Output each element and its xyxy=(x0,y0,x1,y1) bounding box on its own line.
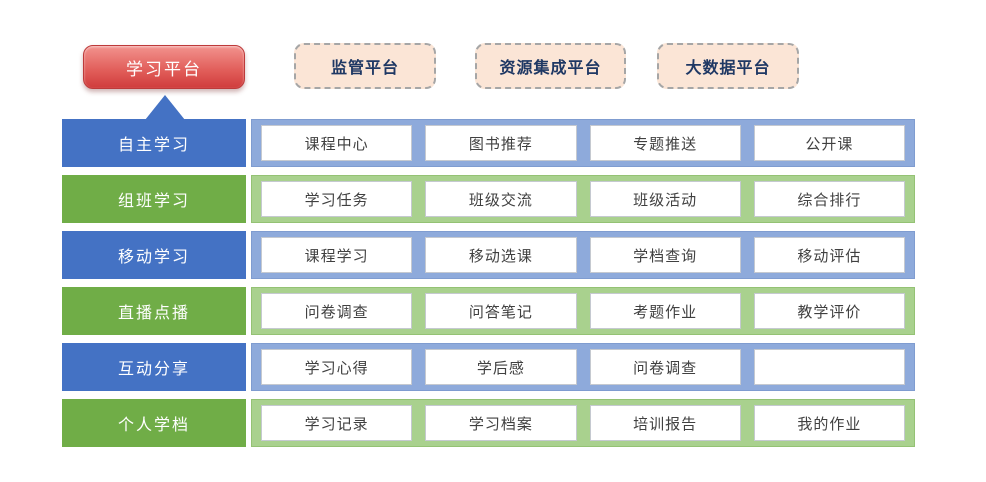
item-button[interactable]: 图书推荐 xyxy=(425,125,577,161)
item-button[interactable]: 专题推送 xyxy=(589,125,741,161)
active-tab-pointer-triangle xyxy=(145,95,185,120)
item-button[interactable]: 公开课 xyxy=(753,125,905,161)
module-row: 移动学习课程学习移动选课学档查询移动评估 xyxy=(62,231,915,279)
item-button[interactable]: 问卷调查 xyxy=(589,349,741,385)
item-button[interactable]: 课程中心 xyxy=(261,125,413,161)
item-button[interactable]: 课程学习 xyxy=(261,237,413,273)
item-button[interactable]: 教学评价 xyxy=(753,293,905,329)
item-button[interactable]: 问卷调查 xyxy=(261,293,413,329)
module-row: 直播点播问卷调查问答笔记考题作业教学评价 xyxy=(62,287,915,335)
item-button[interactable]: 学后感 xyxy=(425,349,577,385)
module-row: 互动分享学习心得学后感问卷调查 xyxy=(62,343,915,391)
row-band: 课程学习移动选课学档查询移动评估 xyxy=(251,231,915,279)
row-header[interactable]: 直播点播 xyxy=(62,287,246,335)
item-button[interactable]: 移动选课 xyxy=(425,237,577,273)
item-button-empty[interactable] xyxy=(753,349,905,385)
item-button[interactable]: 移动评估 xyxy=(753,237,905,273)
item-button[interactable]: 班级活动 xyxy=(589,181,741,217)
item-button[interactable]: 学习心得 xyxy=(261,349,413,385)
item-button[interactable]: 我的作业 xyxy=(753,405,905,441)
row-band: 学习任务班级交流班级活动综合排行 xyxy=(251,175,915,223)
row-band: 课程中心图书推荐专题推送公开课 xyxy=(251,119,915,167)
item-button[interactable]: 问答笔记 xyxy=(425,293,577,329)
row-header[interactable]: 组班学习 xyxy=(62,175,246,223)
row-band: 学习记录学习档案培训报告我的作业 xyxy=(251,399,915,447)
module-row: 组班学习学习任务班级交流班级活动综合排行 xyxy=(62,175,915,223)
item-button[interactable]: 学习记录 xyxy=(261,405,413,441)
module-rows: 自主学习课程中心图书推荐专题推送公开课组班学习学习任务班级交流班级活动综合排行移… xyxy=(62,119,915,455)
row-header[interactable]: 移动学习 xyxy=(62,231,246,279)
item-button[interactable]: 综合排行 xyxy=(753,181,905,217)
row-band: 学习心得学后感问卷调查 xyxy=(251,343,915,391)
item-button[interactable]: 学习档案 xyxy=(425,405,577,441)
row-header[interactable]: 自主学习 xyxy=(62,119,246,167)
tab-supervision-platform[interactable]: 监管平台 xyxy=(294,43,436,89)
module-row: 个人学档学习记录学习档案培训报告我的作业 xyxy=(62,399,915,447)
tab-resource-integration-platform[interactable]: 资源集成平台 xyxy=(475,43,626,89)
tab-big-data-platform[interactable]: 大数据平台 xyxy=(657,43,799,89)
row-header[interactable]: 个人学档 xyxy=(62,399,246,447)
item-button[interactable]: 学习任务 xyxy=(261,181,413,217)
tab-learning-platform[interactable]: 学习平台 xyxy=(83,45,245,89)
item-button[interactable]: 学档查询 xyxy=(589,237,741,273)
item-button[interactable]: 班级交流 xyxy=(425,181,577,217)
item-button[interactable]: 考题作业 xyxy=(589,293,741,329)
item-button[interactable]: 培训报告 xyxy=(589,405,741,441)
row-header[interactable]: 互动分享 xyxy=(62,343,246,391)
row-band: 问卷调查问答笔记考题作业教学评价 xyxy=(251,287,915,335)
module-row: 自主学习课程中心图书推荐专题推送公开课 xyxy=(62,119,915,167)
